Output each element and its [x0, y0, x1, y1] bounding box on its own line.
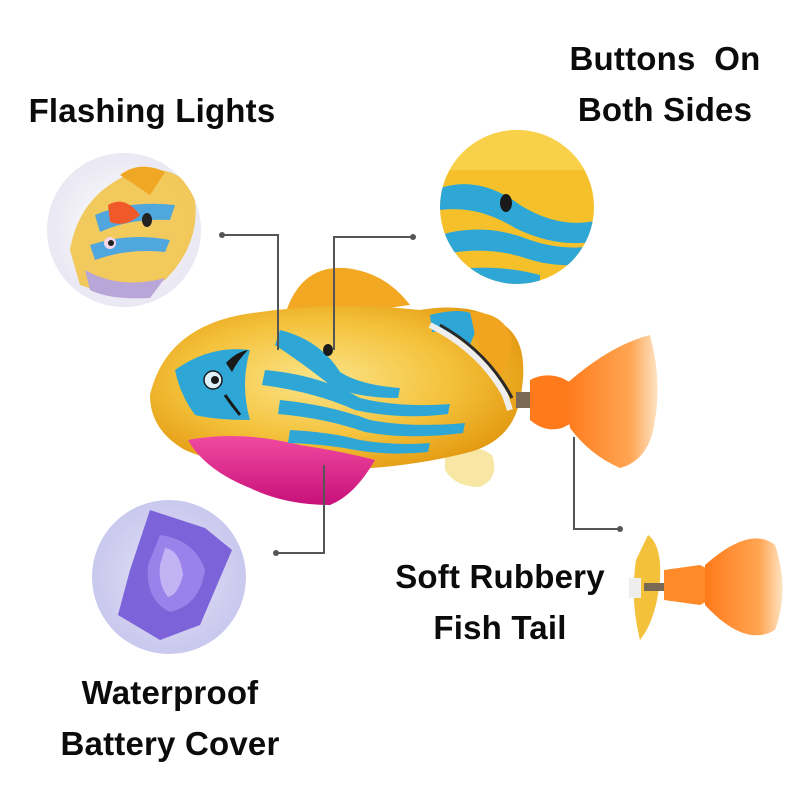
label-line: Both Sides	[577, 91, 753, 128]
fish-tail-detail-image	[629, 535, 783, 640]
label-line: Buttons On	[569, 40, 761, 77]
callout-buttons	[333, 234, 416, 350]
label-waterproof-battery-cover: Waterproof Battery Cover	[40, 672, 300, 764]
main-fish-image	[150, 267, 658, 505]
buttons-detail-image	[440, 130, 594, 284]
label-buttons-both-sides: Buttons On Both Sides	[555, 38, 775, 130]
callout-flashing-lights	[219, 232, 279, 350]
flashing-lights-detail-image	[47, 153, 201, 307]
label-line: Waterproof	[81, 674, 259, 711]
battery-cover-detail-image	[92, 500, 246, 654]
callout-battery-cover	[273, 465, 325, 556]
callout-fish-tail	[573, 437, 623, 532]
label-line: Fish Tail	[433, 609, 567, 646]
label-line: Soft Rubbery	[395, 558, 605, 595]
label-line: Flashing Lights	[28, 92, 276, 129]
label-flashing-lights: Flashing Lights	[12, 90, 292, 131]
label-soft-rubbery-fish-tail: Soft Rubbery Fish Tail	[370, 556, 630, 648]
label-line: Battery Cover	[60, 725, 280, 762]
